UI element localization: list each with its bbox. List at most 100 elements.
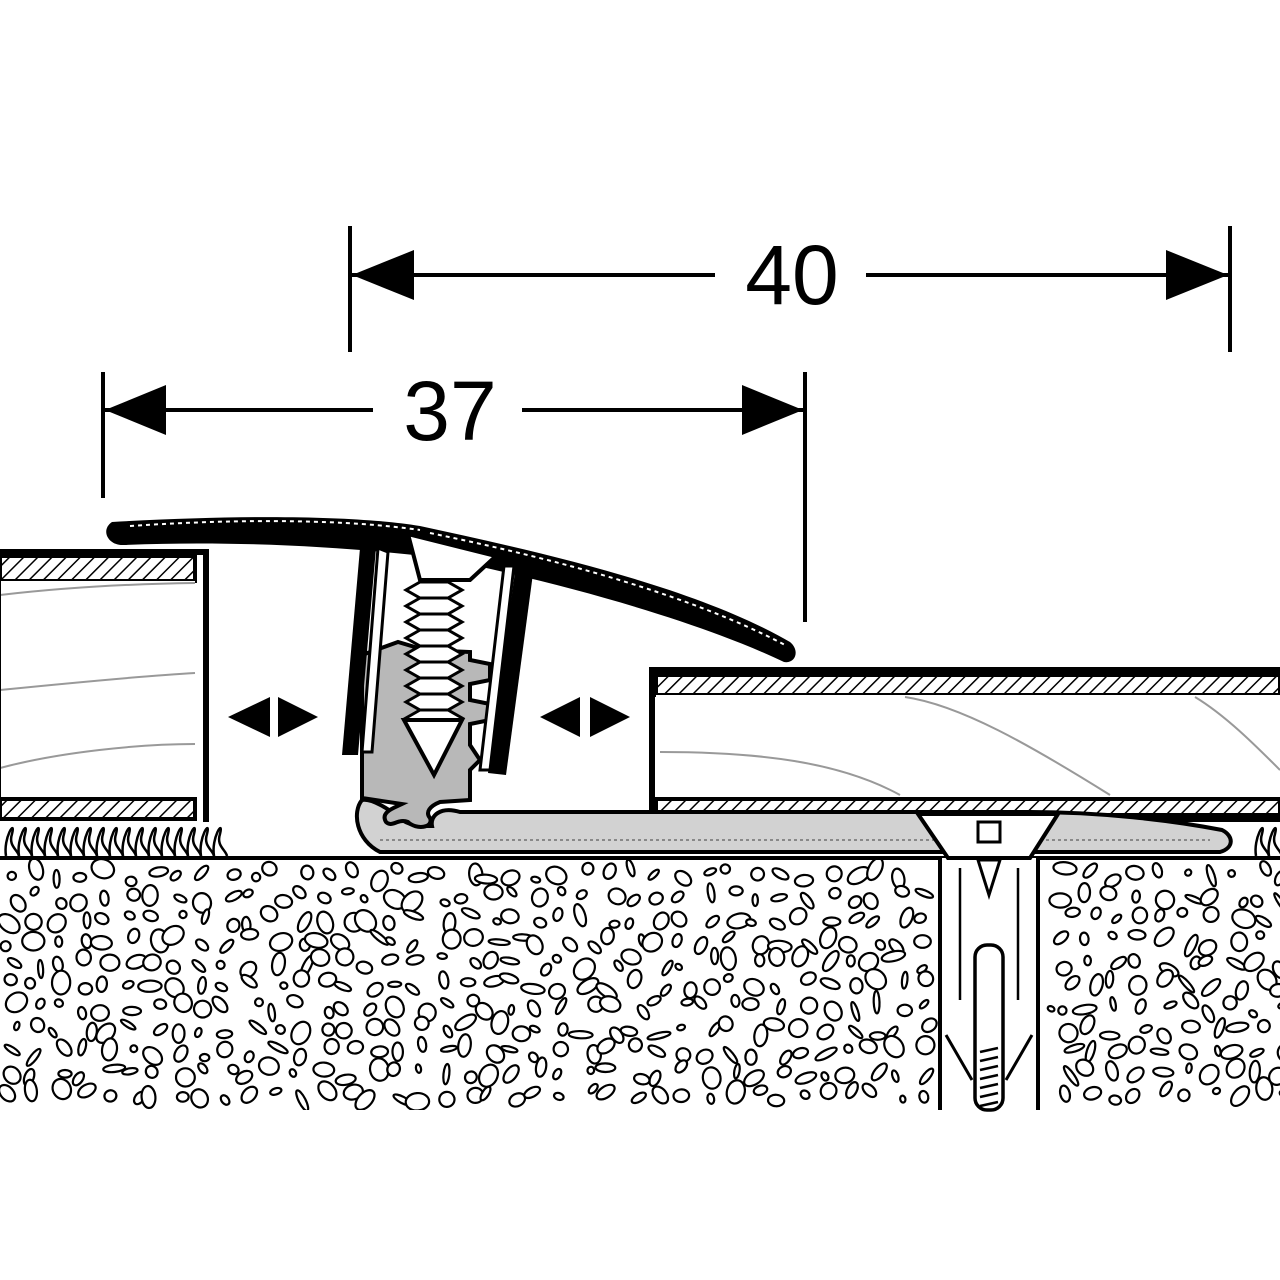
pebble	[89, 934, 113, 951]
pebble	[438, 1090, 456, 1109]
floor-panel-right	[649, 667, 1280, 822]
pebble	[745, 918, 757, 928]
pebble	[554, 997, 568, 1016]
pebble	[722, 973, 734, 983]
pebble	[1248, 1059, 1261, 1084]
pebble	[918, 1067, 935, 1086]
pebble	[918, 1089, 930, 1104]
pebble	[102, 1063, 127, 1074]
pebble	[507, 1003, 516, 1016]
pebble	[317, 971, 338, 988]
pile-loop	[147, 826, 164, 857]
pebble	[751, 893, 760, 908]
pebble	[386, 1061, 402, 1078]
pebble	[821, 949, 840, 973]
pebble	[1159, 1080, 1174, 1098]
wall-plug-icon	[938, 858, 1040, 1112]
pebble	[463, 1070, 478, 1085]
pebble	[894, 884, 911, 898]
pebble	[57, 1068, 73, 1079]
pebble	[36, 958, 45, 980]
pebble	[391, 1041, 405, 1062]
pebble	[499, 956, 521, 966]
pebble	[845, 954, 856, 968]
pebble	[0, 913, 21, 935]
pebble	[1104, 1060, 1120, 1082]
pebble	[1058, 1022, 1079, 1044]
pebble	[171, 1023, 186, 1044]
pebble	[243, 1050, 255, 1064]
pebble	[883, 1034, 905, 1059]
pebble	[483, 883, 504, 901]
plug-thread-line	[979, 1082, 999, 1090]
pebble	[1089, 973, 1105, 997]
pile-loop	[1254, 826, 1271, 857]
pebble	[1277, 1001, 1280, 1010]
pebble	[1071, 1003, 1098, 1016]
pebble	[0, 1083, 17, 1103]
pebble	[216, 1040, 234, 1059]
pebble	[1046, 1005, 1056, 1013]
pebble	[581, 861, 595, 876]
pebble	[576, 977, 600, 996]
pebble	[1205, 863, 1217, 888]
pebble	[211, 995, 229, 1014]
pebble	[547, 982, 567, 1000]
pebble	[407, 871, 429, 884]
pebble	[119, 1018, 137, 1031]
pebble	[193, 1026, 203, 1039]
pebble	[1183, 933, 1199, 958]
pebble	[1177, 1088, 1191, 1103]
arrowhead-left	[105, 385, 166, 435]
pebble	[607, 887, 627, 906]
pebble	[1090, 906, 1102, 921]
pebble	[624, 917, 635, 930]
pebble	[626, 968, 643, 990]
pebble	[76, 1005, 88, 1021]
pebble	[647, 868, 660, 881]
aggregate-pebbles	[0, 858, 1280, 1110]
pebble	[193, 864, 210, 882]
pebble	[1178, 1043, 1199, 1061]
pebble	[1104, 969, 1115, 989]
pebble	[674, 962, 684, 972]
pebble	[99, 953, 121, 972]
pebble	[1202, 905, 1220, 924]
pebble	[141, 884, 159, 907]
thread-tooth	[402, 628, 466, 648]
pebble	[124, 875, 138, 888]
pebble	[1181, 1019, 1201, 1034]
pebble	[1110, 955, 1128, 971]
pebble	[259, 904, 279, 923]
pebble	[793, 873, 815, 888]
thread-tooth	[402, 612, 466, 632]
pebble	[12, 1020, 21, 1032]
pebble	[279, 981, 289, 990]
pile-loop	[173, 826, 190, 857]
pebble	[1225, 1021, 1250, 1034]
pebble	[1109, 996, 1118, 1012]
pebble	[292, 969, 311, 988]
pebble	[404, 1091, 431, 1110]
pebble	[267, 1002, 277, 1023]
pebble	[587, 1082, 599, 1095]
pebble	[613, 959, 624, 973]
pebble	[502, 1064, 520, 1084]
pebble	[567, 1029, 594, 1040]
pebble	[75, 948, 93, 967]
pebble	[390, 861, 404, 875]
pebble	[1064, 974, 1081, 991]
pebble	[1124, 1087, 1141, 1105]
pebble	[1197, 954, 1214, 968]
pebble	[90, 858, 116, 880]
pebble	[363, 1002, 378, 1017]
double-triangle-arrow-icon	[228, 697, 318, 737]
pebble	[818, 926, 838, 950]
pebble	[670, 910, 688, 928]
pebble	[122, 1005, 143, 1017]
pebble	[192, 999, 213, 1019]
pebble	[29, 885, 40, 897]
pebble	[317, 1080, 338, 1102]
pebble	[659, 983, 672, 997]
pebble	[6, 956, 23, 970]
